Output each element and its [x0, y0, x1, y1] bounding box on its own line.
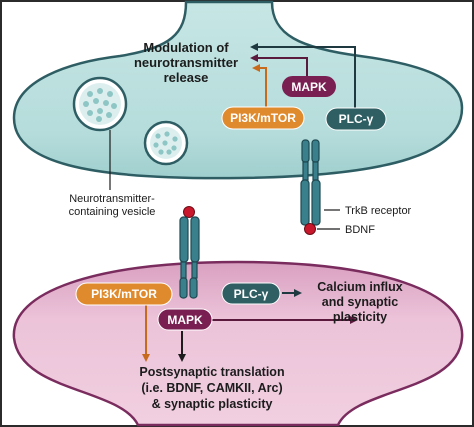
svg-text:PLC-γ: PLC-γ: [234, 287, 269, 301]
svg-text:Modulation of: Modulation of: [143, 40, 229, 55]
vesicle-large: [72, 76, 128, 132]
post-plc-pill: PLC-γ: [221, 282, 281, 305]
svg-text:MAPK: MAPK: [167, 313, 203, 327]
svg-text:(i.e. BDNF, CAMKII, Arc): (i.e. BDNF, CAMKII, Arc): [141, 381, 282, 395]
svg-text:and synaptic: and synaptic: [322, 295, 398, 309]
postsynaptic-trkb-receptor: [179, 216, 200, 299]
svg-text:neurotransmitter: neurotransmitter: [134, 55, 238, 70]
svg-text:PI3K/mTOR: PI3K/mTOR: [91, 287, 157, 301]
svg-text:MAPK: MAPK: [291, 80, 327, 94]
calcium-label: Calcium influx and synaptic plasticity: [317, 280, 402, 324]
svg-text:release: release: [164, 70, 209, 85]
pre-plc-arrow: [250, 43, 356, 108]
svg-text:PI3K/mTOR: PI3K/mTOR: [230, 111, 296, 125]
post-mapk-pill: MAPK: [157, 308, 213, 331]
post-pi3k-pill: PI3K/mTOR: [75, 282, 173, 306]
presynaptic-terminal: [12, 0, 464, 180]
presynaptic-bdnf: [304, 223, 316, 235]
vesicle-label-line1: Neurotransmitter-: [69, 193, 155, 205]
postsynaptic-bdnf: [183, 206, 195, 218]
vesicle-label-line2: containing vesicle: [69, 206, 156, 218]
pre-mapk-arrow: [250, 54, 308, 76]
vesicle-small: [143, 120, 189, 166]
svg-text:Calcium influx: Calcium influx: [317, 280, 402, 294]
pre-pi3k-arrow: [252, 64, 267, 107]
presynaptic-trkb-receptor: [300, 139, 321, 226]
bdnf-label: BDNF: [345, 224, 375, 236]
pre-mapk-pill: MAPK: [282, 76, 336, 97]
svg-text:plasticity: plasticity: [333, 310, 387, 324]
pre-pi3k-pill: PI3K/mTOR: [221, 106, 305, 130]
modulation-label: Modulation of neurotransmitter release: [134, 40, 238, 85]
translation-label: Postsynaptic translation (i.e. BDNF, CAM…: [139, 365, 284, 411]
pre-plc-pill: PLC-γ: [325, 107, 387, 131]
svg-text:PLC-γ: PLC-γ: [339, 112, 374, 126]
svg-text:Postsynaptic translation: Postsynaptic translation: [139, 365, 284, 379]
svg-text:& synaptic plasticity: & synaptic plasticity: [152, 397, 273, 411]
trkb-label: TrkB receptor: [345, 205, 412, 217]
